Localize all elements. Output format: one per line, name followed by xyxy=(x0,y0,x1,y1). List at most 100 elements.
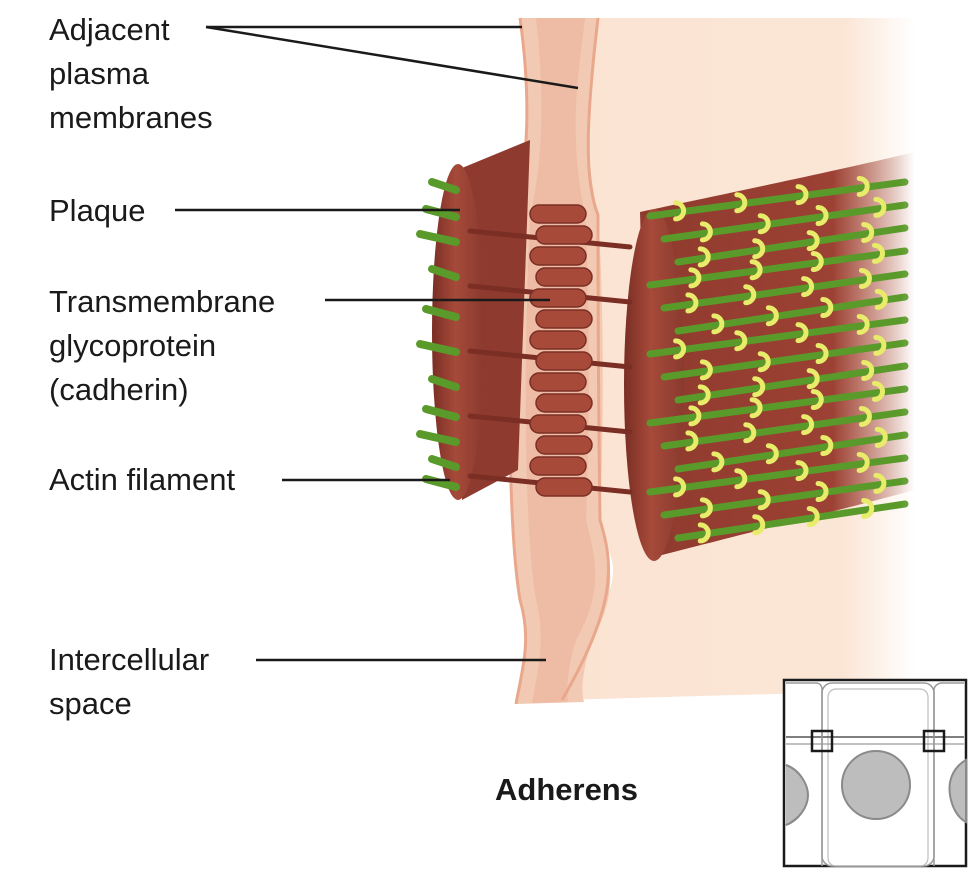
actin-filament xyxy=(422,305,460,321)
label-transmembrane-glycoprotein: Transmembrane glycoprotein (cadherin) xyxy=(49,284,276,407)
myosin-clip xyxy=(795,184,809,206)
myosin-clip xyxy=(734,192,748,214)
actin-filament xyxy=(660,270,909,312)
myosin-clip xyxy=(815,343,829,365)
myosin-clip xyxy=(858,405,872,427)
myosin-clip xyxy=(858,267,872,289)
myosin-clip xyxy=(815,481,829,503)
myosin-clip xyxy=(806,368,820,390)
myosin-clip xyxy=(810,251,824,273)
cadherin-domain xyxy=(529,414,587,434)
myosin-clip xyxy=(697,522,711,544)
myosin-clip xyxy=(752,376,766,398)
myosin-clip xyxy=(820,435,834,457)
cadherin-domain xyxy=(535,267,593,287)
leader-membranes-2 xyxy=(205,25,579,90)
actin-filament xyxy=(416,430,460,446)
myosin-clip xyxy=(749,397,763,419)
cadherin-group xyxy=(467,204,633,497)
actin-filament xyxy=(646,316,909,358)
myosin-clip xyxy=(874,288,888,310)
myosin-clip xyxy=(697,246,711,268)
myosin-clip xyxy=(685,430,699,452)
myosin-clip xyxy=(795,322,809,344)
myosin-clip xyxy=(806,506,820,528)
cadherin-domain xyxy=(535,351,593,371)
actin-filament xyxy=(646,178,909,220)
cadherin-domain xyxy=(529,204,587,224)
actin-filament xyxy=(428,455,460,471)
figure-title: Adherens xyxy=(495,772,638,807)
myosin-clip xyxy=(743,284,757,306)
myosin-clip xyxy=(699,359,713,381)
label-intercellular-space: Intercellular space xyxy=(49,642,210,721)
myosin-clip xyxy=(873,334,887,356)
label-actin-filament: Actin filament xyxy=(49,462,236,497)
myosin-clip xyxy=(795,460,809,482)
myosin-clip xyxy=(673,476,687,498)
myosin-clip xyxy=(699,221,713,243)
myosin-clip xyxy=(861,497,875,519)
actin-filament-group xyxy=(416,175,909,544)
label-adjacent-plasma-membranes: Adjacent plasma membranes xyxy=(49,12,213,135)
myosin-clip xyxy=(685,292,699,314)
actin-filament xyxy=(660,339,909,381)
right-membrane-outline xyxy=(560,17,611,701)
myosin-clip xyxy=(801,276,815,298)
myosin-clip xyxy=(872,242,885,264)
myosin-clip xyxy=(752,238,766,260)
myosin-clip xyxy=(752,514,766,536)
myosin-clip xyxy=(874,426,888,448)
myosin-clip xyxy=(765,443,779,465)
actin-filament xyxy=(674,293,909,335)
inset-junction-marker-right xyxy=(922,729,946,753)
cadherin-domain xyxy=(529,246,587,266)
actin-filament xyxy=(646,454,909,496)
myosin-clip xyxy=(757,213,771,235)
actin-filament xyxy=(660,477,909,519)
actin-filament xyxy=(422,405,460,421)
myosin-clip xyxy=(711,451,725,473)
label-plaque: Plaque xyxy=(49,193,146,228)
cadherin-domain xyxy=(529,288,587,308)
myosin-clip xyxy=(801,414,815,436)
actin-filament xyxy=(674,431,909,473)
cadherin-domain xyxy=(535,225,593,245)
actin-filament xyxy=(660,408,909,450)
myosin-clip xyxy=(872,380,885,402)
myosin-clip xyxy=(806,230,820,252)
myosin-clip xyxy=(856,451,870,473)
myosin-clip xyxy=(820,297,834,319)
myosin-clip xyxy=(673,338,687,360)
myosin-clip xyxy=(734,330,748,352)
myosin-clip xyxy=(673,200,687,222)
actin-filament xyxy=(674,362,909,404)
cadherin-domain xyxy=(535,435,593,455)
myosin-clip xyxy=(856,313,870,335)
cadherin-domain xyxy=(535,393,593,413)
myosin-clip xyxy=(873,196,887,218)
actin-filament xyxy=(674,224,909,266)
cadherin-domain xyxy=(535,309,593,329)
actin-filament xyxy=(416,230,460,246)
myosin-clip xyxy=(734,468,748,490)
myosin-clip xyxy=(757,489,771,511)
actin-filament xyxy=(646,247,909,289)
actin-filament xyxy=(428,178,460,194)
myosin-clip xyxy=(765,305,779,327)
myosin-clip xyxy=(757,351,771,373)
actin-filament xyxy=(660,201,909,243)
actin-filament xyxy=(428,265,460,281)
myosin-clip xyxy=(856,175,870,197)
myosin-clip xyxy=(688,267,702,289)
actin-filament xyxy=(428,375,460,391)
myosin-clip xyxy=(749,259,763,281)
myosin-clip xyxy=(711,313,725,335)
cadherin-domain xyxy=(529,330,587,350)
inset-junction-marker-left xyxy=(810,729,834,753)
cadherin-domain xyxy=(535,477,593,497)
myosin-clip xyxy=(873,472,887,494)
right-plaque xyxy=(624,209,684,561)
myosin-clip xyxy=(810,389,824,411)
